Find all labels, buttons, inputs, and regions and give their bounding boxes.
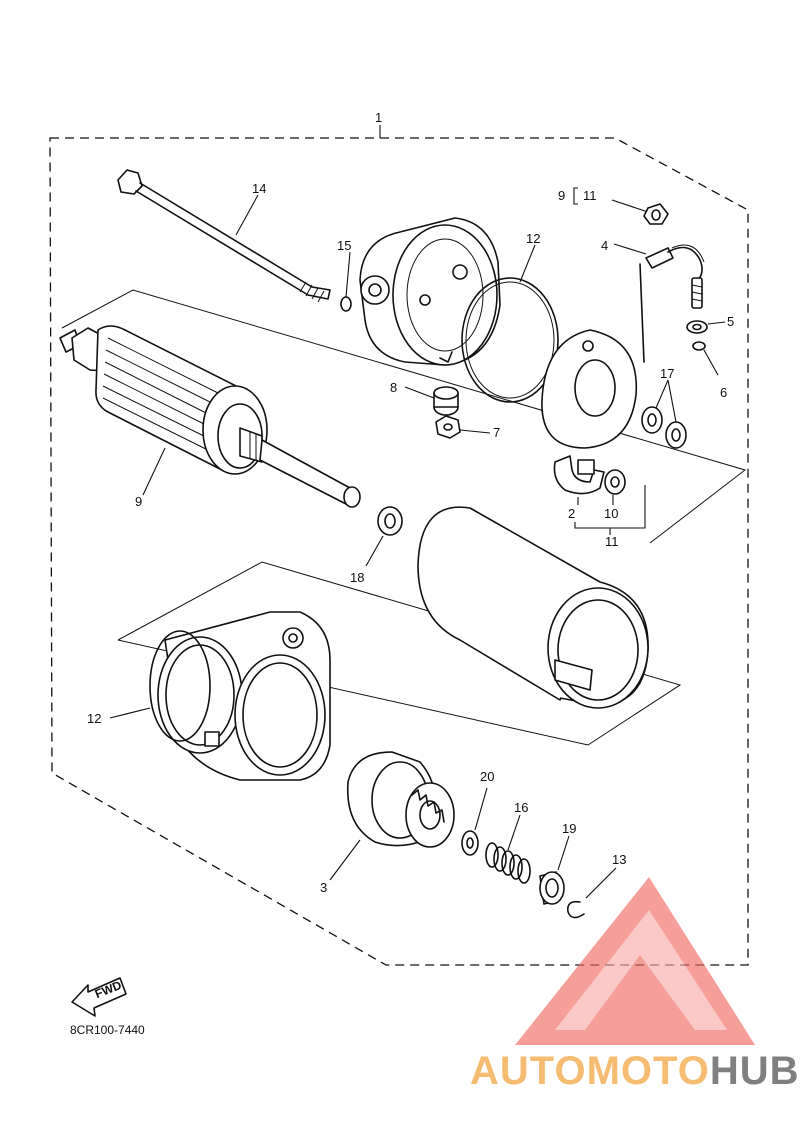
washer-17a xyxy=(641,406,663,434)
brush-plate xyxy=(541,329,638,449)
callout-12-top: 12 xyxy=(526,231,540,246)
callout-19: 19 xyxy=(562,821,576,836)
nut-11-bottom xyxy=(604,469,626,495)
plane-lower xyxy=(117,561,682,746)
brush-terminal xyxy=(639,244,705,363)
callout-6: 6 xyxy=(720,385,727,400)
rear-cover xyxy=(359,217,501,366)
callout-11-top: 11 xyxy=(583,188,597,203)
diagram-code: 8CR100-7440 xyxy=(70,1023,145,1037)
o-ring-large-bottom xyxy=(149,630,211,742)
callout-7: 7 xyxy=(493,425,500,440)
washer-20 xyxy=(461,830,479,856)
nut-11-top xyxy=(643,203,669,225)
callout-18: 18 xyxy=(350,570,364,585)
callout-8: 8 xyxy=(390,380,397,395)
washer-17b xyxy=(665,421,687,449)
callout-9-bottom: 11 xyxy=(605,534,619,549)
washer-18 xyxy=(377,506,403,536)
brush-holder-10 xyxy=(553,455,605,495)
callout-10: 2 xyxy=(568,506,575,521)
callout-15: 15 xyxy=(337,238,351,253)
callout-20: 20 xyxy=(480,769,494,784)
callout-16: 16 xyxy=(514,800,528,815)
fwd-arrow-icon: FWD xyxy=(71,977,127,1017)
collar-19 xyxy=(539,871,565,905)
watermark-brand: AUTOMOTOHUB xyxy=(470,1049,800,1093)
terminal-bolt xyxy=(686,277,708,351)
o-ring-small xyxy=(340,296,352,312)
callout-2: 9 xyxy=(135,494,142,509)
callout-5: 5 xyxy=(727,314,734,329)
assembly-boundary xyxy=(49,137,749,966)
pinion-assembly xyxy=(346,751,455,848)
callout-11-bottom: 10 xyxy=(604,506,618,521)
callout-9-top: 9 xyxy=(558,188,565,203)
callout-1: 1 xyxy=(375,110,382,125)
nut-7 xyxy=(435,415,461,439)
bush-8 xyxy=(433,386,459,416)
callout-4: 4 xyxy=(601,238,608,253)
through-bolt xyxy=(117,169,331,303)
armature xyxy=(59,325,361,508)
callout-14: 14 xyxy=(252,181,266,196)
callout-3: 3 xyxy=(320,880,327,895)
circlip-13 xyxy=(566,900,585,919)
plane-upper xyxy=(61,289,747,544)
callout-13: 13 xyxy=(612,852,626,867)
callout-17: 17 xyxy=(660,366,674,381)
watermark-logo-icon xyxy=(515,877,755,1045)
yoke-housing xyxy=(417,506,649,709)
callout-12-bottom: 12 xyxy=(87,711,101,726)
spring-16 xyxy=(485,842,531,884)
o-ring-large-top xyxy=(461,277,559,403)
front-cover xyxy=(157,611,331,781)
